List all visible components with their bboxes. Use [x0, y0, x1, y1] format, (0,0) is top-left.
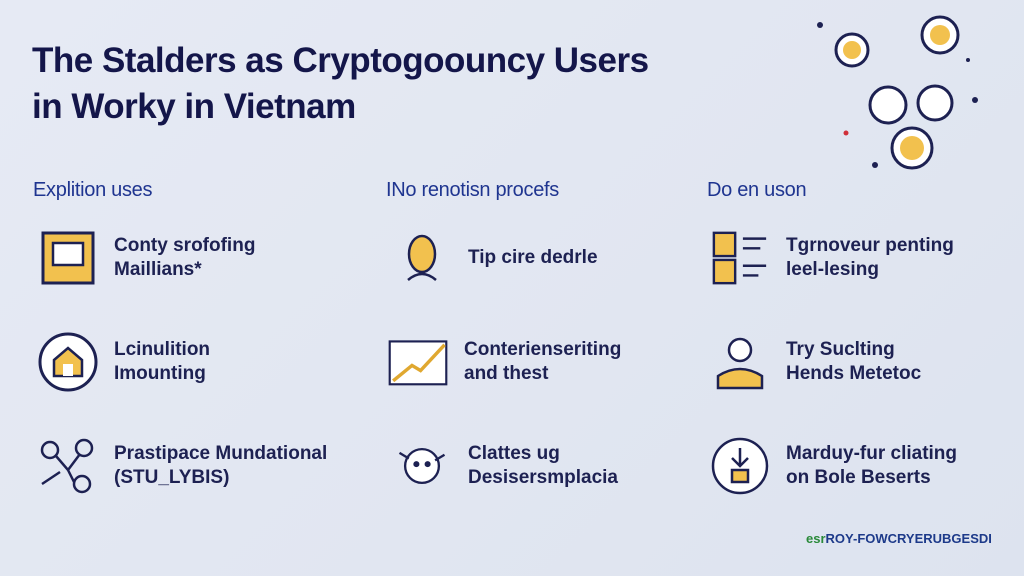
- trend-chart-icon: [388, 332, 448, 392]
- house-icon: [38, 332, 98, 392]
- column-heading: Do en uson: [707, 179, 807, 201]
- character-icon: [392, 436, 452, 496]
- crypto-chat-bubbles-icon: [817, 15, 978, 170]
- footer-logo-text: esrROY-FOWCRYERUBGESDI: [806, 531, 992, 546]
- network-icon: [38, 436, 98, 496]
- page-title: The Stalders as Cryptogoouncy Users in W…: [32, 41, 649, 126]
- monitor-icon: [38, 228, 98, 288]
- list-item: Prastipace Mundational(STU_LYBIS): [38, 436, 368, 496]
- bulb-icon: [392, 228, 452, 288]
- documents-icon: [710, 228, 770, 288]
- download-circle-icon: [710, 436, 770, 496]
- column-heading: Explition uses: [33, 179, 153, 201]
- list-item: Tip cire dedrle: [392, 228, 712, 288]
- column-heading: INo renotisn procefs: [386, 179, 559, 201]
- person-icon: [710, 332, 770, 392]
